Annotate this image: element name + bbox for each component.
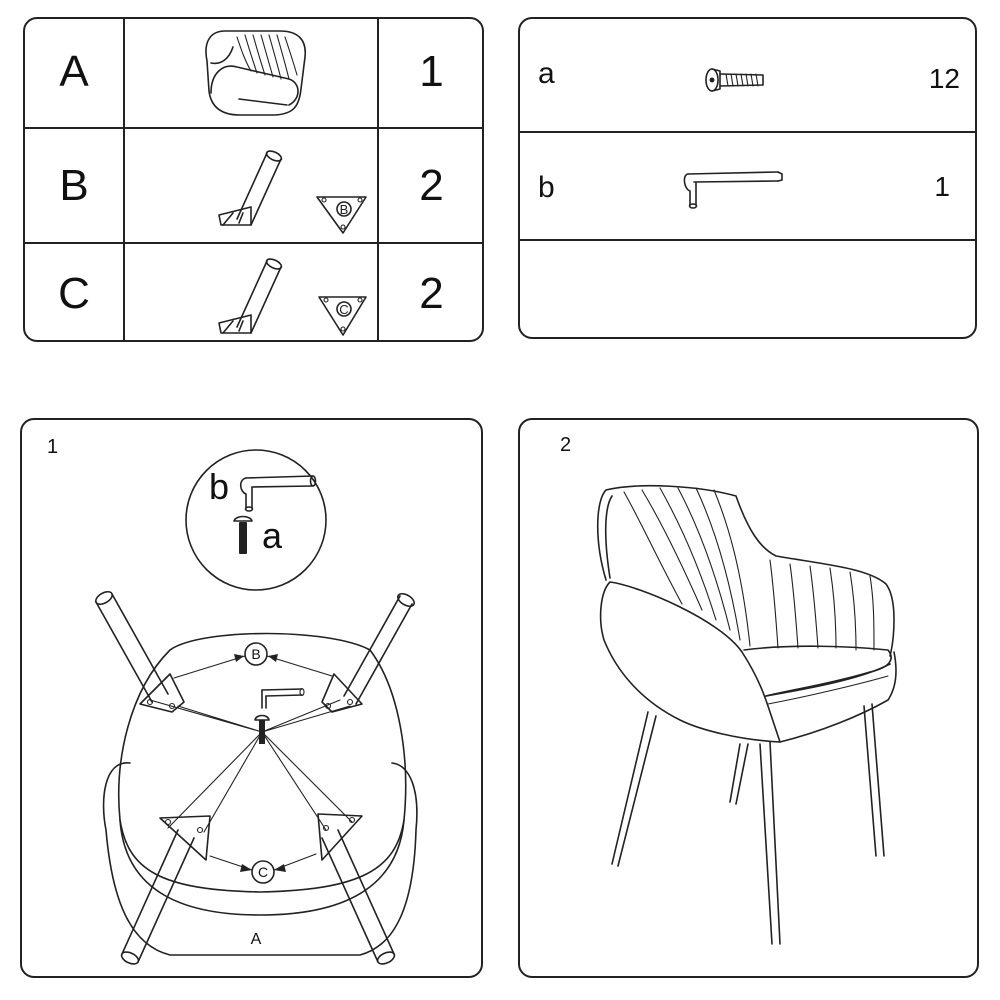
part-qty-a: 1 xyxy=(419,47,444,96)
hardware-letter-a: a xyxy=(538,57,555,90)
hardware-table: a 12 b 1 xyxy=(518,17,977,339)
leg-with-bracket-icon-b xyxy=(218,150,367,234)
leg-with-bracket-icon-c xyxy=(218,258,367,336)
tools-callout xyxy=(185,449,327,591)
leg-back-right xyxy=(321,592,415,713)
bracket-label-b: B xyxy=(340,202,349,217)
allen-key-icon xyxy=(683,171,783,209)
step-2-number: 2 xyxy=(560,434,572,456)
chair-seat-icon xyxy=(205,30,306,116)
parts-table-vline-1 xyxy=(123,19,125,340)
hardware-qty-a: 12 xyxy=(928,63,960,94)
hardware-table-hline-1 xyxy=(520,131,975,133)
bolt-icon-callout xyxy=(233,515,253,554)
hardware-letter-b: b xyxy=(538,171,555,204)
part-letter-a: A xyxy=(59,47,89,96)
parts-table-icons: B C xyxy=(205,30,367,336)
assembled-chair-icon xyxy=(596,484,897,945)
bracket-b-callout xyxy=(173,642,333,679)
parts-table: A 1 B 2 C 2 B xyxy=(23,17,484,342)
parts-table-hline-1 xyxy=(25,127,482,129)
callout-key-label: b xyxy=(209,466,229,507)
part-letter-c: C xyxy=(58,269,90,318)
parts-table-vline-2 xyxy=(377,19,379,340)
bolt-icon xyxy=(705,68,764,92)
bracket-label-c: C xyxy=(339,302,348,317)
step-2-panel: 2 xyxy=(518,418,979,978)
callout-bolt-label: a xyxy=(262,515,283,556)
part-qty-b: 2 xyxy=(419,161,444,210)
step-1-number: 1 xyxy=(47,436,59,458)
seat-label: A xyxy=(251,931,262,948)
bracket-c-callout xyxy=(209,853,317,884)
hardware-qty-b: 1 xyxy=(934,171,950,202)
bolt-focus-lines xyxy=(149,699,353,833)
allen-key-icon-callout xyxy=(239,475,317,512)
leg-back-left xyxy=(95,590,185,713)
hardware-table-hline-2 xyxy=(520,239,975,241)
hardware-table-icons xyxy=(683,68,783,209)
bracket-b-label: B xyxy=(251,646,260,662)
parts-table-hline-2 xyxy=(25,242,482,244)
allen-key-icon-center xyxy=(261,687,305,709)
leg-front-left xyxy=(120,815,211,965)
seat-underside xyxy=(102,632,418,956)
bracket-c-label: C xyxy=(258,864,268,880)
part-letter-b: B xyxy=(59,161,89,210)
part-qty-c: 2 xyxy=(419,269,444,318)
